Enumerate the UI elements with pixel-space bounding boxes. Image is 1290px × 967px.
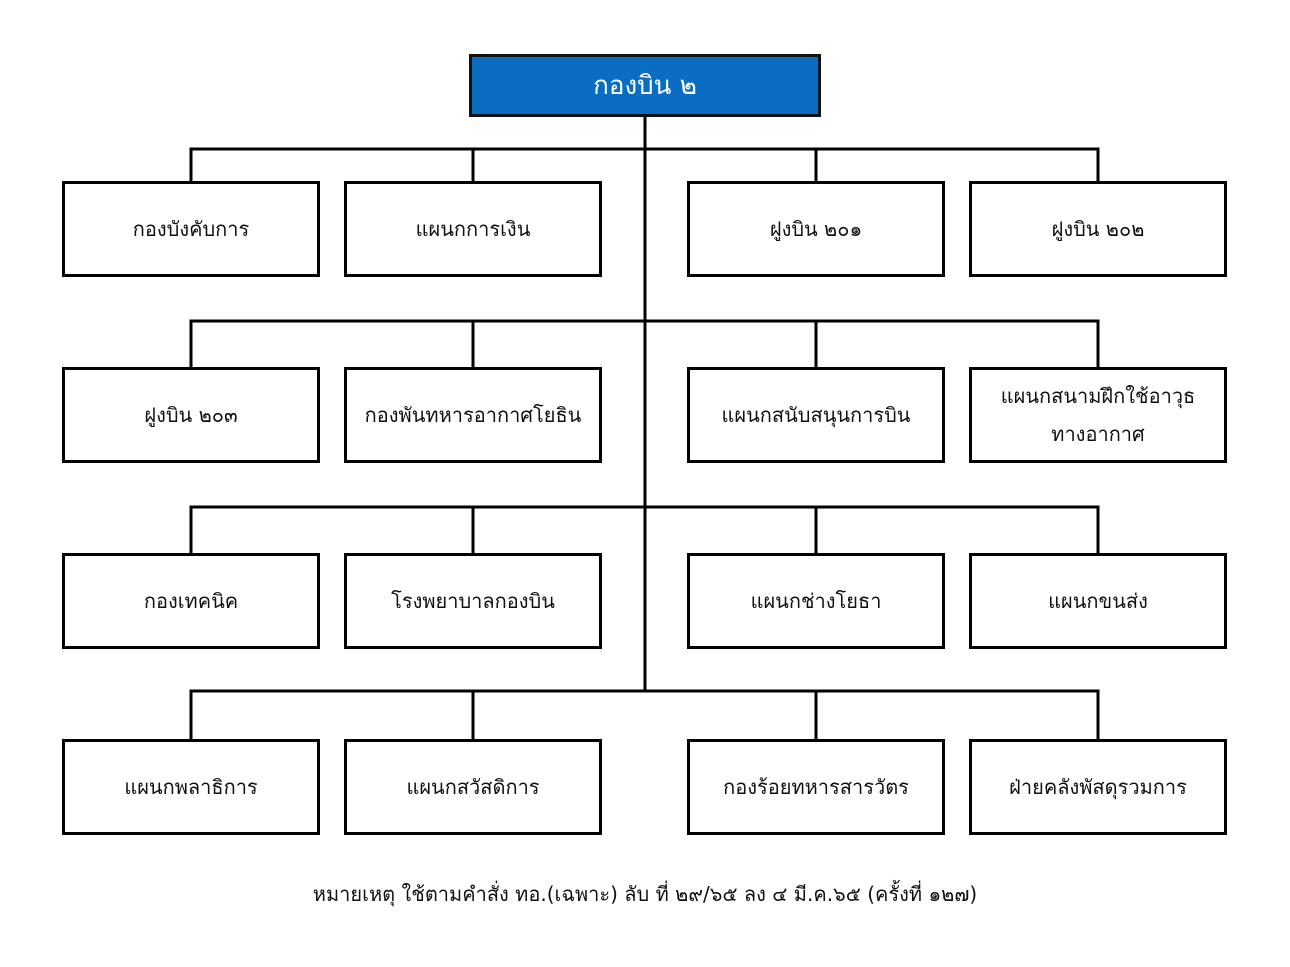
unit-label: กองบังคับการ <box>132 217 250 241</box>
unit-box: กองพันทหารอากาศโยธิน <box>344 367 602 463</box>
root-unit-label: กองบิน ๒ <box>593 70 697 101</box>
unit-label: แผนกสวัสดิการ <box>406 775 540 799</box>
unit-box: ฝูงบิน ๒๐๑ <box>687 181 945 277</box>
unit-box: แผนกสนับสนุนการบิน <box>687 367 945 463</box>
unit-label: ฝูงบิน ๒๐๒ <box>1051 217 1145 241</box>
unit-label: ฝูงบิน ๒๐๓ <box>144 403 238 427</box>
unit-box: แผนกการเงิน <box>344 181 602 277</box>
unit-label: กองพันทหารอากาศโยธิน <box>364 403 582 427</box>
unit-label: แผนกสนับสนุนการบิน <box>721 403 911 427</box>
unit-box: กองบังคับการ <box>62 181 320 277</box>
unit-label: โรงพยาบาลกองบิน <box>391 589 555 613</box>
unit-box: แผนกพลาธิการ <box>62 739 320 835</box>
unit-box: แผนกสนามฝึกใช้อาวุธทางอากาศ <box>969 367 1227 463</box>
unit-label: กองเทคนิค <box>143 589 239 613</box>
footnote: หมายเหตุ ใช้ตามคำสั่ง ทอ.(เฉพาะ) ลับ ที่… <box>312 882 978 906</box>
unit-label: แผนกการเงิน <box>415 217 531 241</box>
unit-label: แผนกพลาธิการ <box>124 775 258 799</box>
unit-box: แผนกช่างโยธา <box>687 553 945 649</box>
unit-box: ฝ่ายคลังพัสดุรวมการ <box>969 739 1227 835</box>
unit-box: กองเทคนิค <box>62 553 320 649</box>
unit-label: แผนกขนส่ง <box>1048 589 1148 613</box>
unit-box: ฝูงบิน ๒๐๒ <box>969 181 1227 277</box>
unit-box: แผนกขนส่ง <box>969 553 1227 649</box>
unit-box: ฝูงบิน ๒๐๓ <box>62 367 320 463</box>
unit-label: ฝ่ายคลังพัสดุรวมการ <box>1009 775 1187 799</box>
unit-label: กองร้อยทหารสารวัตร <box>723 775 909 799</box>
unit-box: แผนกสวัสดิการ <box>344 739 602 835</box>
unit-label: แผนกช่างโยธา <box>750 589 882 613</box>
unit-box: กองร้อยทหารสารวัตร <box>687 739 945 835</box>
unit-box: โรงพยาบาลกองบิน <box>344 553 602 649</box>
unit-label: แผนกสนามฝึกใช้อาวุธทางอากาศ <box>1000 384 1196 446</box>
root-unit-box: กองบิน ๒ <box>469 54 821 117</box>
unit-label: ฝูงบิน ๒๐๑ <box>769 217 863 241</box>
